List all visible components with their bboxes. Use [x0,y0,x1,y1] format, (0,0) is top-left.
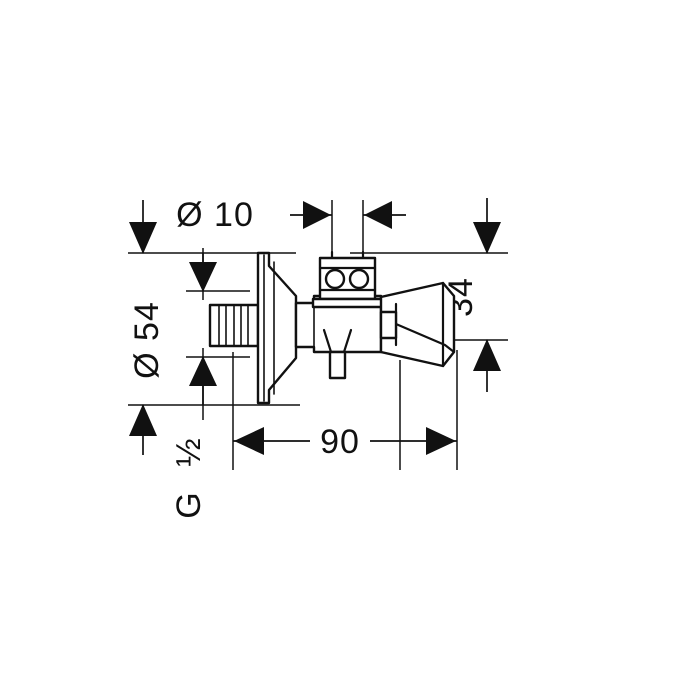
arrowhead-54-top [129,222,157,254]
arrowhead-inner-top [189,262,217,292]
valve-body-stem-nub [328,350,347,380]
arrowhead-34-bottom [473,339,501,371]
dim-label-dia-10: Ø 10 [176,196,254,234]
dimension-inner-bore [189,253,217,405]
arrowhead-inner-bottom [189,356,217,386]
handle-neck [379,310,398,340]
part-inlet-thread [208,303,260,348]
dim-label-len-90: 90 [320,423,360,461]
arrowhead-90-left [234,427,264,455]
escutcheon-profile [256,251,298,405]
dimension-dia-54: Ø 54 [128,200,166,455]
arrowhead-10-right [364,201,392,229]
dim-label-half-fraction: ½ [170,437,208,466]
arrowhead-90-right [426,427,456,455]
label-thread-g-half: ½ G [170,437,208,518]
part-handle [379,281,456,368]
arrowhead-10-left [303,201,331,229]
arrowhead-34-top [473,222,501,254]
dim-label-g-letter: G [170,491,208,518]
arrowhead-54-bottom [129,404,157,436]
spout-opening-left [324,268,346,290]
dim-label-dia-54: Ø 54 [128,301,166,379]
spout-opening-right [348,268,370,290]
part-escutcheon [256,251,298,405]
handle-facet-line [394,322,456,354]
part-outlet-spout [311,250,384,309]
valve-body-taper-lines [322,328,353,354]
dimension-len-90: 90 [233,423,457,461]
part-valve-body [294,294,383,380]
spout-collar [311,297,384,309]
dimension-dia-10: Ø 10 [176,196,406,234]
